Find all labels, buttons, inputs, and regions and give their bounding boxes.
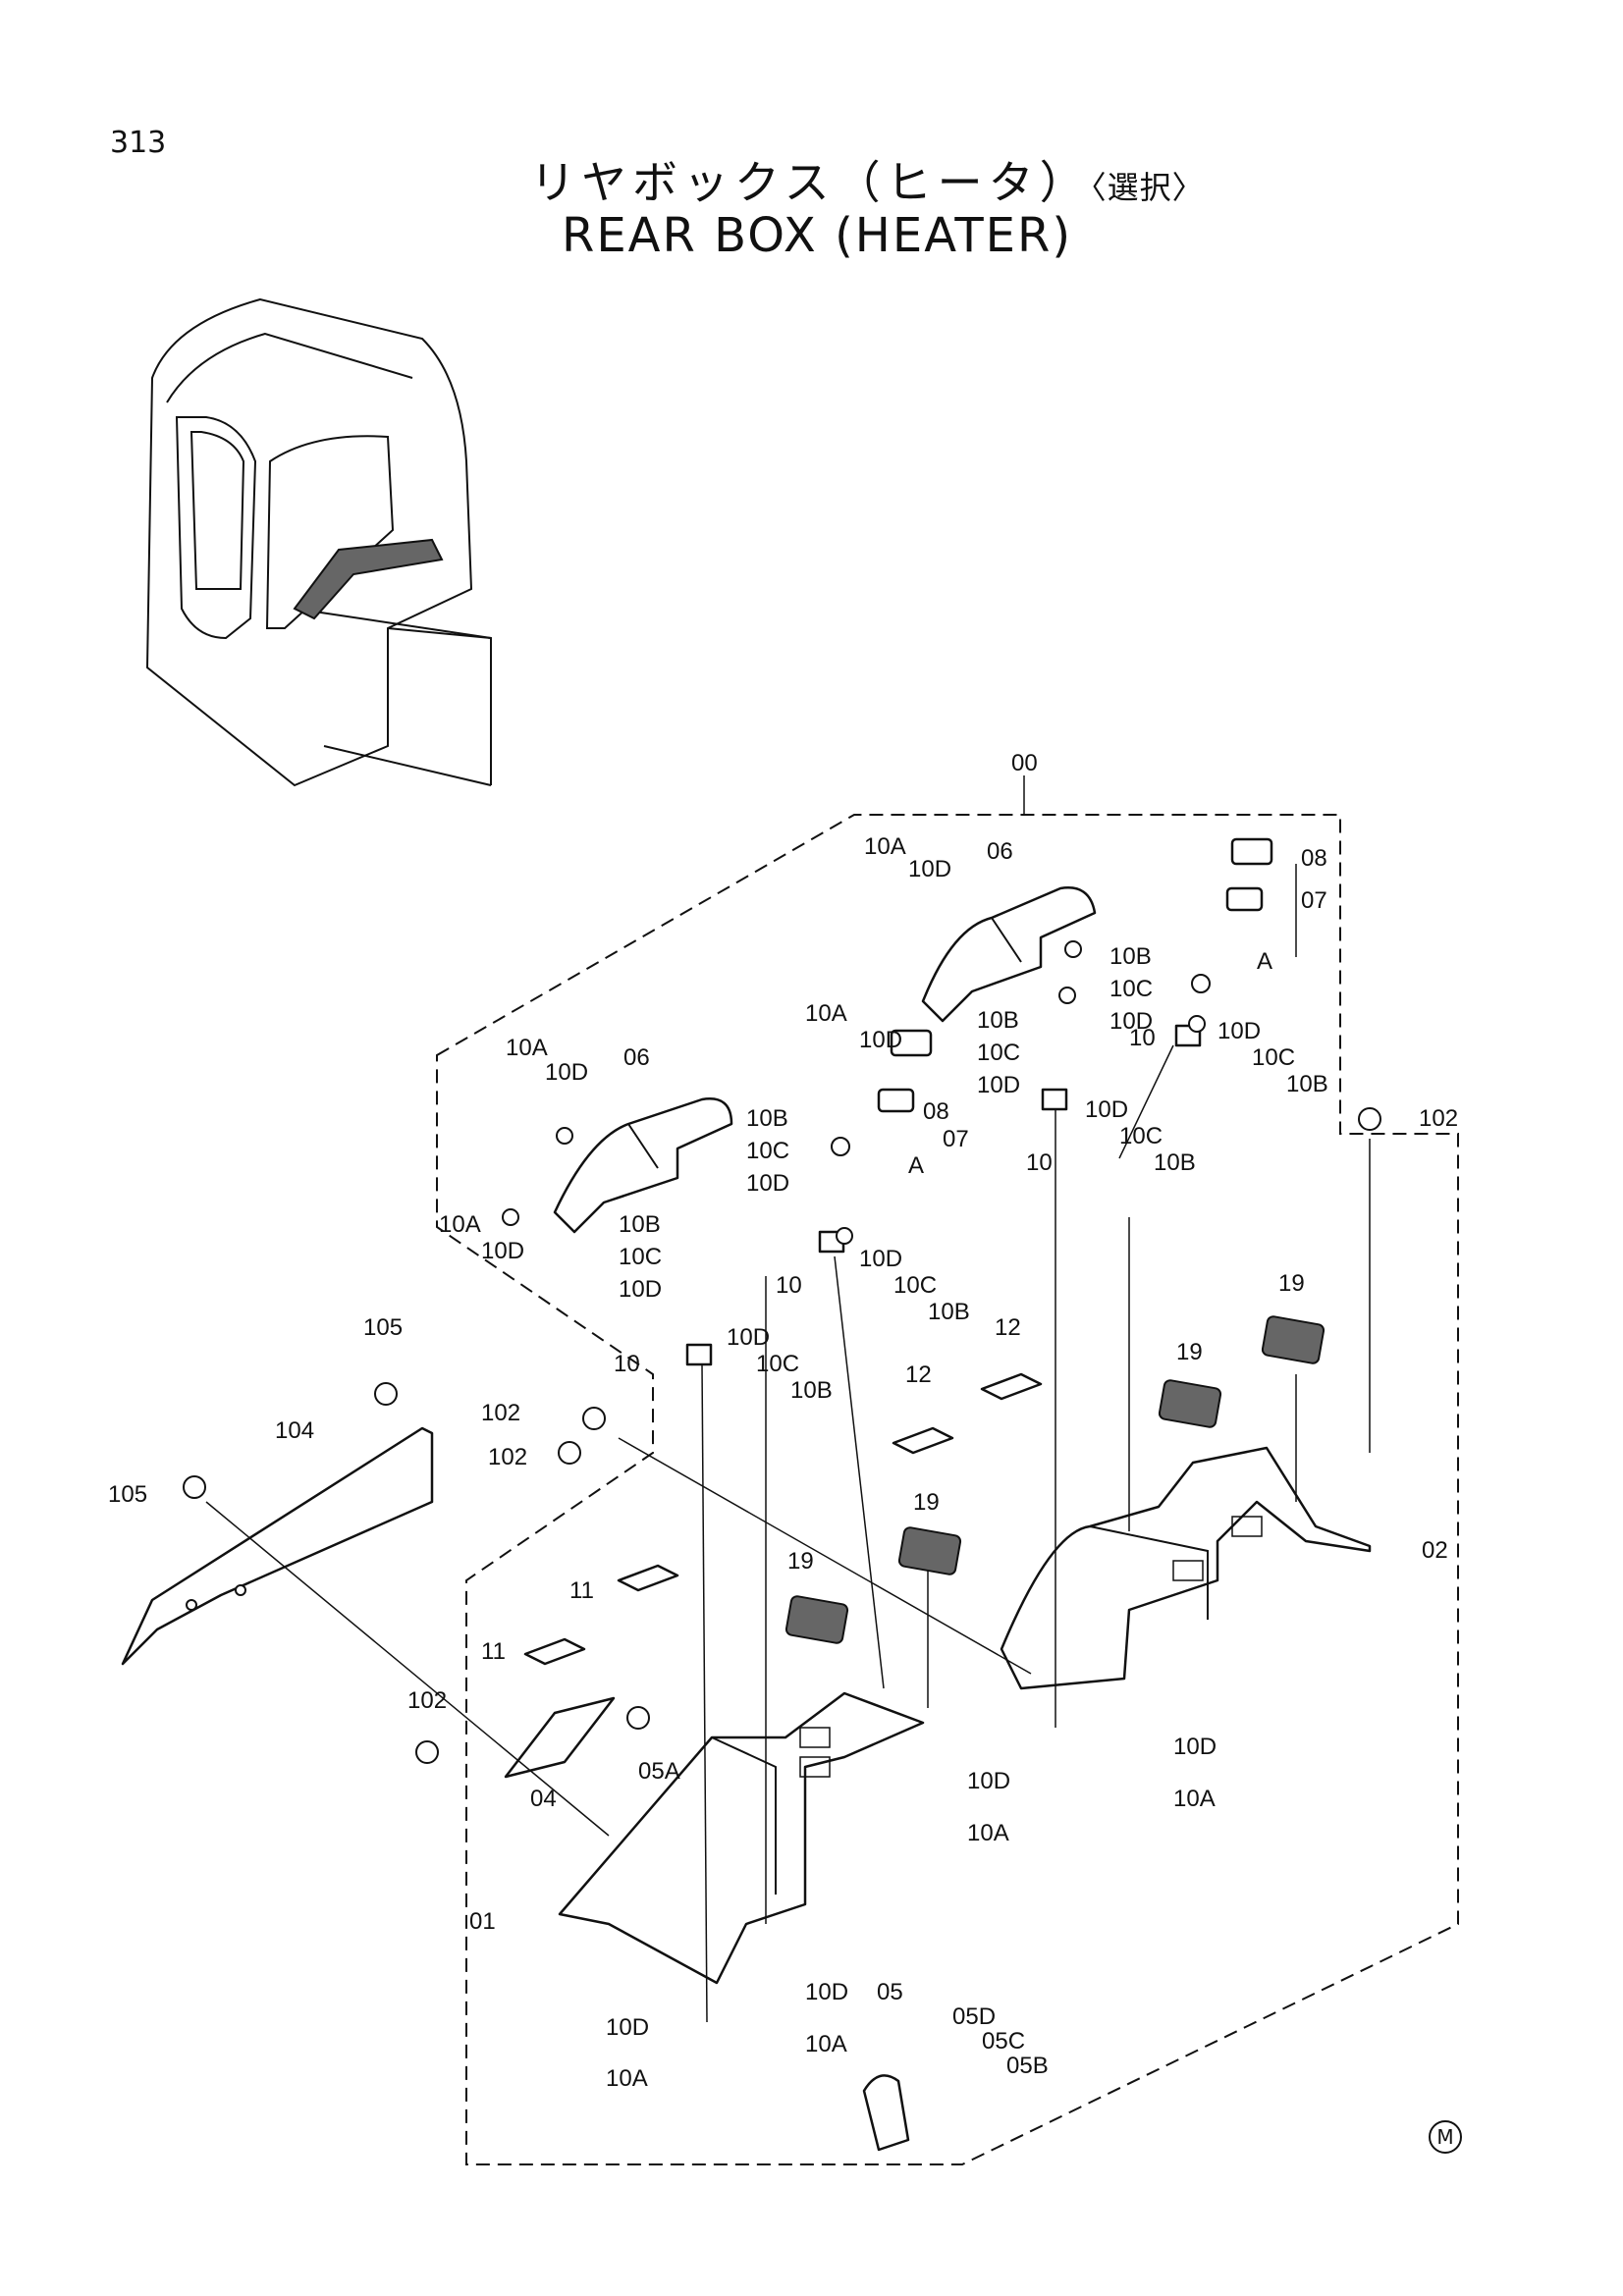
title-english: REAR BOX (HEATER) [562,208,1073,263]
part-label-07-a: 07 [1301,887,1327,914]
title-japanese: リヤボックス（ヒータ）〈選択〉 [530,147,1205,212]
part-label-04: 04 [530,1786,557,1812]
leader-lines [205,864,1371,2023]
part-label-19-c: 19 [913,1489,940,1516]
part-label-10b-f: 10B [619,1211,661,1238]
bracket-06-lower [553,1097,733,1234]
part-label-10-b: 10 [1026,1149,1053,1176]
part-label-10a-a: 10A [864,833,906,860]
part-label-10d-l: 10D [727,1324,770,1351]
part-label-10b-c: 10B [1286,1071,1328,1097]
part-label-05: 05 [877,1979,903,2005]
m-mark: M [1429,2120,1462,2154]
part-label-10a-f: 10A [606,2065,648,2092]
part-label-10d-h: 10D [481,1238,524,1264]
part-label-10-d: 10 [614,1351,640,1377]
part-label-10d-k: 10D [859,1246,902,1272]
part-label-10d-f: 10D [1085,1096,1128,1123]
part-label-01: 01 [469,1908,496,1935]
part-label-a-a: A [1257,948,1272,975]
part-label-10d-a: 10D [908,856,951,882]
part-label-10d-g: 10D [545,1059,588,1086]
part-label-102-d: 102 [407,1687,447,1714]
part-label-10a-d: 10A [439,1211,481,1238]
part-label-19-b: 19 [1176,1339,1203,1365]
part-label-05c: 05C [982,2028,1025,2055]
part-label-06-b: 06 [623,1044,650,1071]
part-label-05a: 05A [638,1758,680,1785]
part-label-10c-d: 10C [1119,1123,1163,1149]
part-label-10d-p: 10D [967,1768,1010,1794]
part-label-08-a: 08 [1301,845,1327,872]
bracket-06-upper [921,886,1097,1023]
part-label-19-d: 19 [787,1548,814,1575]
part-label-a-b: A [908,1152,924,1179]
part-label-102-b: 102 [481,1400,520,1426]
part-label-105-a: 105 [363,1314,403,1341]
part-label-10a-e: 10A [805,2031,847,2057]
part-label-08-b: 08 [923,1098,949,1125]
page-number: 313 [110,126,167,160]
part-label-06-a: 06 [987,838,1013,865]
part-label-05b: 05B [1006,2053,1049,2079]
part-label-10d-d: 10D [977,1072,1020,1098]
part-label-10b-h: 10B [790,1377,833,1404]
part-label-10b-a: 10B [1109,943,1152,970]
part-label-10b-d: 10B [1154,1149,1196,1176]
part-label-10c-h: 10C [756,1351,799,1377]
part-label-102-a: 102 [1419,1105,1458,1132]
part-label-10b-b: 10B [977,1007,1019,1034]
part-label-07-b: 07 [943,1126,969,1152]
part-label-105-b: 105 [108,1481,147,1508]
part-label-104: 104 [275,1417,314,1444]
part-label-10a-b: 10A [805,1000,847,1027]
part-label-10a-c: 10A [506,1035,548,1061]
part-label-10d-j: 10D [619,1276,662,1303]
cab-location-inset [145,297,492,787]
part-label-10c-g: 10C [893,1272,937,1299]
part-label-102-c: 102 [488,1444,527,1470]
part-label-10d-e: 10D [1217,1018,1261,1044]
part-label-10c-e: 10C [746,1138,789,1164]
part-label-10a-h: 10A [967,1820,1009,1846]
rear-box-02 [1000,1446,1372,1690]
part-label-10d-o: 10D [1173,1734,1217,1760]
part-label-05d: 05D [952,2003,996,2030]
part-label-10d-i: 10D [746,1170,789,1197]
part-label-10c-a: 10C [1109,976,1153,1002]
part-label-19-a: 19 [1278,1270,1305,1297]
part-label-11-b: 11 [481,1638,506,1665]
part-label-10-a: 10 [1129,1025,1156,1051]
part-label-10-c: 10 [776,1272,802,1299]
part-label-10b-g: 10B [928,1299,970,1325]
part-label-10c-b: 10C [977,1040,1020,1066]
part-label-00: 00 [1011,750,1038,776]
part-label-10c-f: 10C [619,1244,662,1270]
part-label-10b-e: 10B [746,1105,788,1132]
plate-04 [504,1696,616,1779]
part-label-02: 02 [1422,1537,1448,1564]
part-label-12-b: 12 [905,1362,932,1388]
side-plate-104 [121,1426,434,1666]
rear-box-01 [558,1691,925,1985]
part-label-10a-g: 10A [1173,1786,1216,1812]
part-label-10c-c: 10C [1252,1044,1295,1071]
part-label-10d-n: 10D [606,2014,649,2041]
part-label-10d-m: 10D [805,1979,848,2005]
part-label-11-a: 11 [569,1577,594,1604]
hose-05 [862,2074,910,2152]
title-japanese-text: リヤボックス（ヒータ） [530,156,1091,209]
part-label-12-a: 12 [995,1314,1021,1341]
part-label-10d-c: 10D [1109,1008,1153,1035]
title-option: 〈選択〉 [1090,169,1205,206]
part-label-10d-b: 10D [859,1027,902,1053]
assembly-boundary [436,814,1459,2165]
